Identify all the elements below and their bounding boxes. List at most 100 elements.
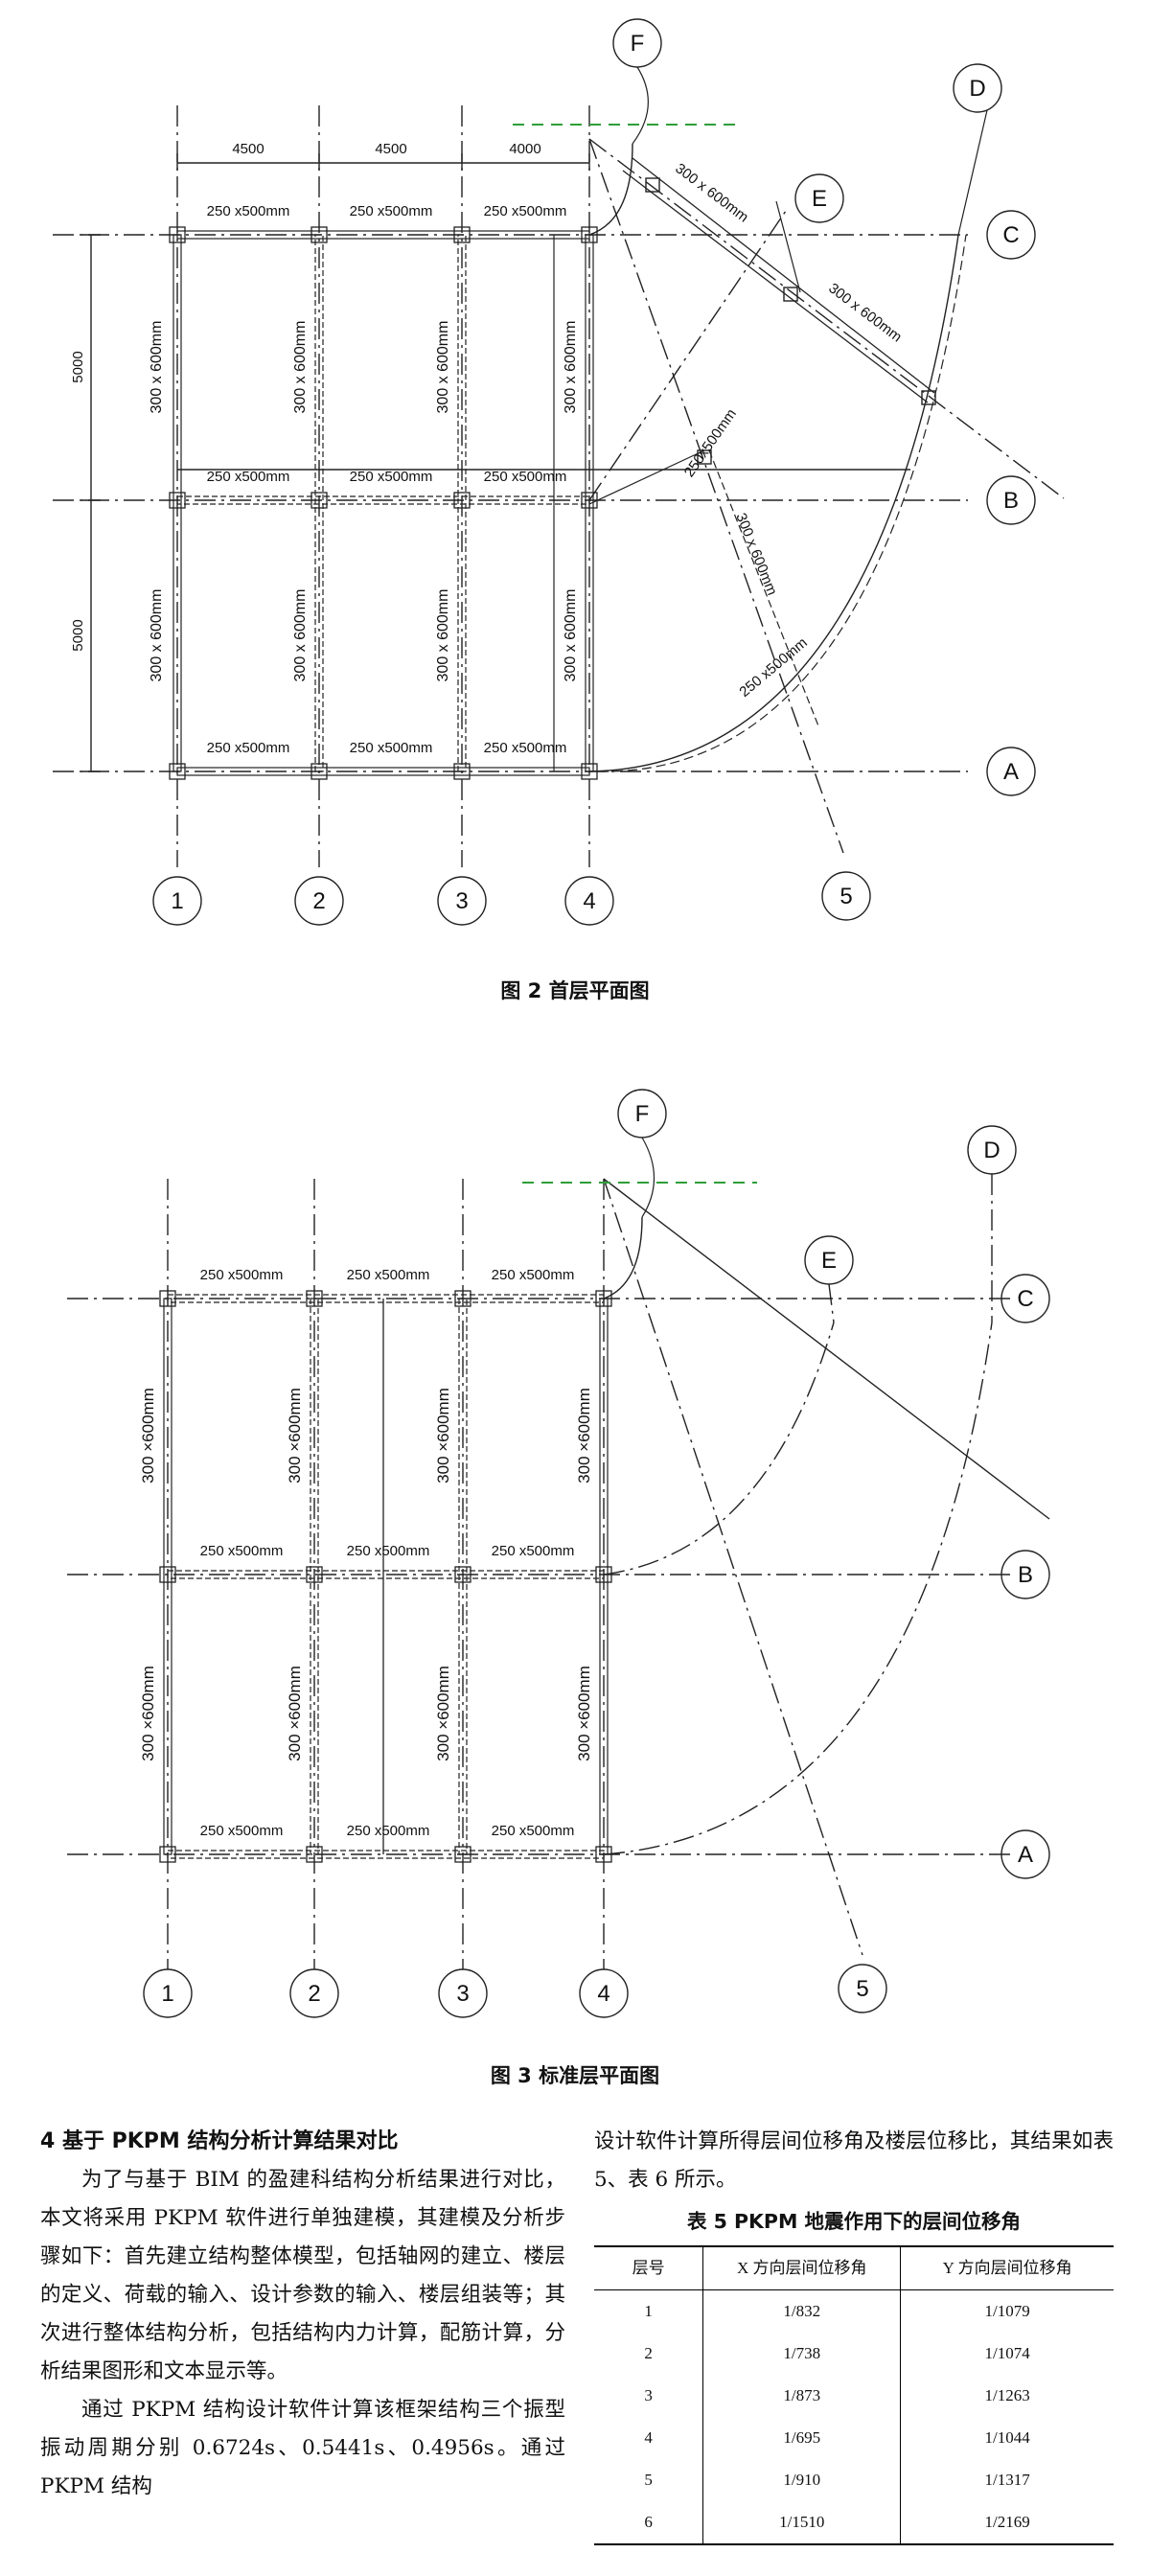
table-row: 6 1/1510 1/2169	[594, 2501, 1114, 2545]
table-cell: 1/1317	[984, 2471, 1030, 2489]
table-cell: 2	[594, 2333, 704, 2375]
section-title: 4 基于 PKPM 结构分析计算结果对比	[40, 2129, 399, 2153]
figure-3-drawing: 250 x500mm 250 x500mm 250 x500mm 250 x50…	[67, 1089, 1050, 2018]
table-cell: 1/832	[702, 2289, 902, 2333]
beam-label: 250 x500mm	[492, 1543, 575, 1559]
axis-label: C	[1002, 222, 1019, 248]
table-header: 层号	[594, 2245, 704, 2290]
figure-2-caption: 图 2 首层平面图	[500, 979, 650, 1002]
inner-arc-axis	[603, 1322, 835, 1576]
table-row: 1 1/832 1/1079	[594, 2289, 1114, 2333]
beam-label: 250 x500mm	[200, 1823, 284, 1839]
column-label: 300 ×600mm	[434, 1666, 452, 1761]
table-cell: 1/695	[702, 2417, 902, 2459]
diagonal-axis	[603, 1178, 1050, 1520]
beam-label: 250 x500mm	[484, 469, 567, 485]
axis-bubble-d	[953, 63, 1002, 113]
table-cell: 1/2169	[900, 2501, 1114, 2545]
grid-line-5-axis	[588, 138, 844, 854]
table-header-row: 层号 X 方向层间位移角 Y 方向层间位移角	[594, 2245, 1114, 2290]
axis-bubble-b	[986, 475, 1036, 525]
axis-label: A	[1003, 759, 1019, 785]
table-cell: 1	[594, 2289, 704, 2333]
beam-col-2	[310, 1298, 319, 1855]
dim-label: 5000	[70, 619, 86, 651]
axis-label: D	[983, 1138, 1000, 1163]
beam-label: 250 x500mm	[492, 1267, 575, 1283]
paragraph: 为了与基于 BIM 的盈建科结构分析结果进行对比，本文将采用 PKPM 软件进行…	[40, 2168, 565, 2383]
beam-label: 250 x500mm	[350, 740, 433, 756]
table-header: Y 方向层间位移角	[900, 2245, 1114, 2290]
beam-label: 250 x500mm	[350, 203, 433, 219]
table-cell: 1/738	[702, 2333, 902, 2375]
table-cell: 6	[594, 2501, 704, 2545]
axis-label: 5	[840, 884, 852, 909]
column-label: 300 ×600mm	[139, 1388, 157, 1484]
column-label: 300 x 600mm	[435, 589, 451, 682]
axis-label: F	[635, 1101, 650, 1127]
beam-label: 250 x500mm	[484, 203, 567, 219]
column-label: 300 ×600mm	[575, 1666, 593, 1761]
table-cell: 1/1074	[984, 2344, 1030, 2362]
dim-label: 4500	[232, 141, 264, 157]
column-label: 300 x 600mm	[435, 321, 451, 414]
table-caption: 表 5 PKPM 地震作用下的层间位移角	[686, 2210, 1021, 2233]
grid-line-5-axis	[603, 1178, 863, 1956]
beam-label: 250 x500mm	[200, 1267, 284, 1283]
axis-bubble-c	[1000, 1274, 1050, 1323]
table-cell: 1/1263	[984, 2386, 1030, 2404]
axis-label: 2	[312, 888, 325, 914]
axis-label: B	[1003, 488, 1019, 514]
beam-label: 250 x500mm	[207, 203, 290, 219]
table-cell: 1/1510	[702, 2501, 902, 2545]
diag-beam-label: 300 x 600mm	[672, 160, 751, 225]
column-label: 300 ×600mm	[139, 1666, 157, 1761]
table-cell: 5	[594, 2459, 704, 2501]
outer-arc-axis	[603, 1322, 993, 1855]
axis-label: E	[821, 1248, 837, 1274]
axis-bubble-a	[986, 747, 1036, 796]
axis-bubble-4	[564, 876, 614, 926]
table-cell: 1/1079	[984, 2302, 1030, 2320]
left-text-column: 4 基于 PKPM 结构分析计算结果对比 为了与基于 BIM 的盈建科结构分析结…	[40, 2123, 565, 2506]
diag-beam-label: 250 x500mm	[736, 634, 810, 701]
right-text-column: 设计软件计算所得层间位移角及楼层位移比，其结果如表 5、表 6 所示。 表 5 …	[594, 2123, 1114, 2545]
beam-label: 250 x500mm	[347, 1543, 430, 1559]
table-cell: 1/910	[702, 2459, 902, 2501]
axis-bubble-5	[821, 871, 871, 921]
column-label: 300 ×600mm	[286, 1388, 304, 1484]
paragraph: 通过 PKPM 结构设计软件计算该框架结构三个振型振动周期分别 0.6724s、…	[40, 2398, 565, 2498]
figure-3-caption: 图 3 标准层平面图	[490, 2064, 660, 2087]
axis-bubble-3	[437, 876, 487, 926]
axis-label: 2	[308, 1981, 320, 2007]
column-label: 300 x 600mm	[563, 589, 579, 682]
beam-label: 250 x500mm	[200, 1543, 284, 1559]
table-row: 4 1/695 1/1044	[594, 2417, 1114, 2459]
axis-bubble-3	[438, 1968, 488, 2018]
paragraph: 设计软件计算所得层间位移角及楼层位移比，其结果如表 5、表 6 所示。	[594, 2129, 1114, 2192]
axis-label: 3	[456, 1981, 469, 2007]
column-markers	[159, 1290, 612, 1863]
axis-bubble-1	[143, 1968, 193, 2018]
axis-bubble-c	[986, 210, 1036, 260]
beam-label: 250 x500mm	[492, 1823, 575, 1839]
axis-bubble-1	[152, 876, 202, 926]
beam-label: 250 x500mm	[207, 740, 290, 756]
column-markers	[169, 226, 598, 780]
axis-label: 3	[455, 888, 468, 914]
axis-bubble-4	[579, 1968, 629, 2018]
column-label: 300 ×600mm	[286, 1666, 304, 1761]
axis-label: F	[631, 31, 645, 57]
axis-label: E	[812, 186, 827, 212]
column-label: 300 x 600mm	[563, 321, 579, 414]
axis-label: B	[1018, 1562, 1033, 1588]
outer-arc-dashed	[598, 234, 967, 772]
table-row: 5 1/910 1/1317	[594, 2459, 1114, 2501]
diagonal-beam	[632, 157, 935, 394]
axis-label: C	[1017, 1286, 1033, 1312]
table-header: X 方向层间位移角	[702, 2245, 902, 2290]
dim-label: 4000	[509, 141, 540, 157]
figure-2-drawing: 4500 4500 4000 5000 5000 250 x500mm 250 …	[53, 18, 1065, 926]
beam-label: 250 x500mm	[484, 740, 567, 756]
axis-bubble-2	[294, 876, 344, 926]
